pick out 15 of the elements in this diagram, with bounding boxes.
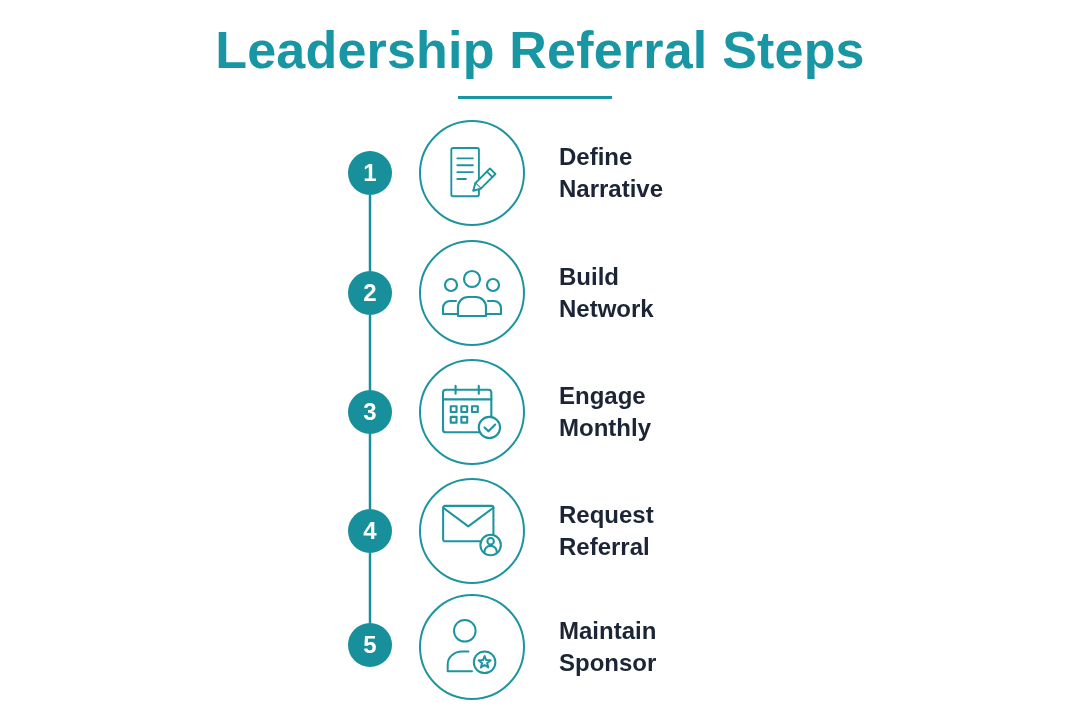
step-label: Maintain Sponsor — [559, 616, 658, 678]
step-label: Engage Monthly — [559, 381, 652, 443]
step-label: Build Network — [559, 262, 655, 324]
step-label: Define Narrative — [559, 142, 665, 204]
title: Leadership Referral Steps — [215, 20, 865, 80]
connector-line — [368, 315, 372, 390]
number-circle: 5 — [348, 623, 392, 667]
connector-line — [368, 434, 372, 509]
connector-line — [368, 195, 372, 271]
number-circle: 2 — [348, 271, 392, 315]
number-circle: 3 — [348, 390, 392, 434]
number-circle: 4 — [348, 509, 392, 553]
step-label: Request Referral — [559, 500, 655, 562]
connector-line — [368, 553, 372, 623]
number-circle: 1 — [348, 151, 392, 195]
